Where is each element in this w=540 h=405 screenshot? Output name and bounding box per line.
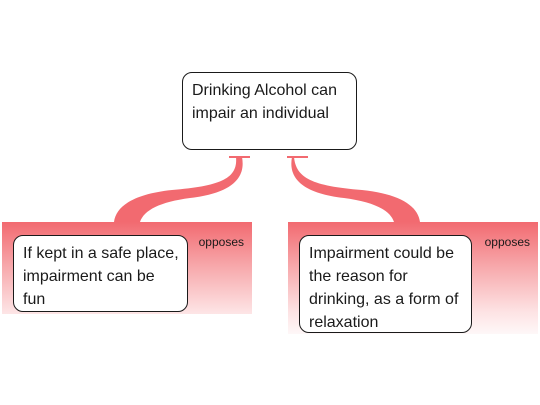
relation-label-right: opposes — [484, 235, 530, 249]
objection-text-left: If kept in a safe place, impairment can … — [23, 245, 179, 308]
objection-box-left[interactable]: If kept in a safe place, impairment can … — [13, 235, 188, 312]
connector-left — [114, 157, 243, 222]
connector-right — [291, 157, 420, 222]
claim-box[interactable]: Drinking Alcohol can impair an individua… — [182, 72, 357, 150]
objection-box-right[interactable]: Impairment could be the reason for drink… — [299, 235, 472, 333]
objection-text-right: Impairment could be the reason for drink… — [309, 245, 459, 331]
relation-label-left: opposes — [198, 235, 244, 249]
claim-text: Drinking Alcohol can impair an individua… — [192, 82, 337, 122]
